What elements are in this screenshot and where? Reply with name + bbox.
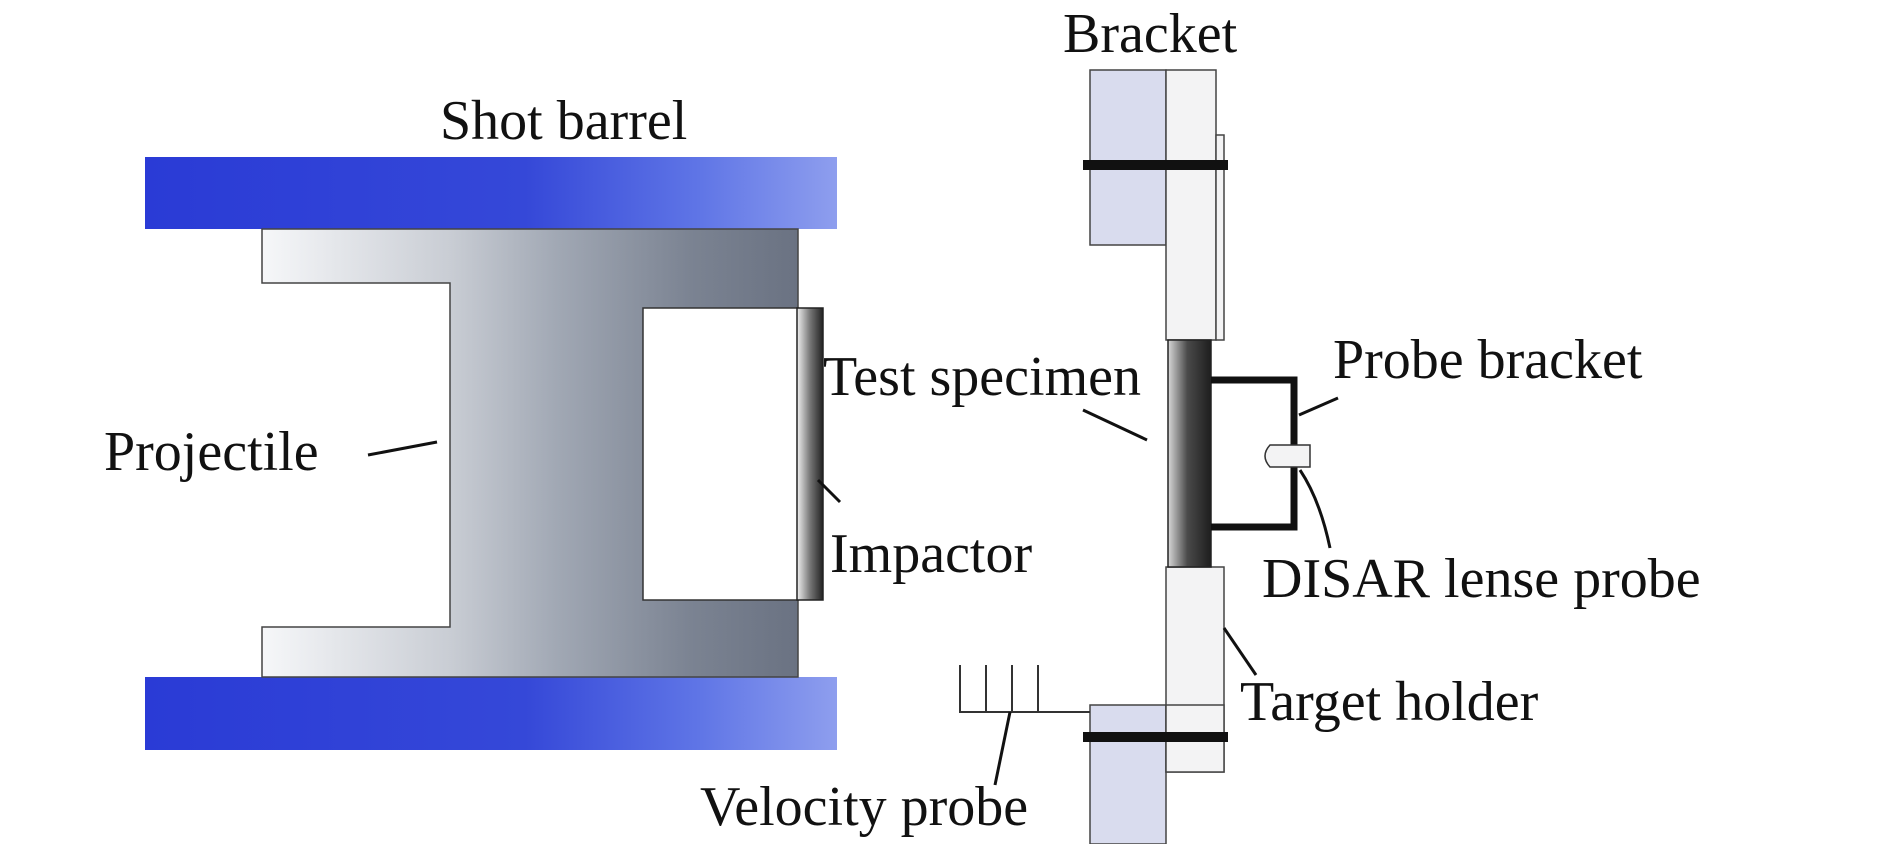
label-target-holder: Target holder bbox=[1240, 671, 1539, 733]
projectile-cavity bbox=[642, 307, 799, 601]
label-test-specimen: Test specimen bbox=[823, 346, 1141, 408]
label-bracket: Bracket bbox=[1063, 3, 1238, 65]
label-probe-bracket: Probe bracket bbox=[1333, 329, 1643, 391]
test-specimen bbox=[1167, 339, 1212, 568]
label-impactor: Impactor bbox=[830, 523, 1032, 585]
velocity-probe bbox=[959, 665, 1090, 713]
target-holder-top bbox=[1165, 69, 1217, 341]
impactor bbox=[796, 307, 824, 601]
clamp-bar-bottom bbox=[1083, 732, 1228, 742]
label-disar-lense-probe: DISAR lense probe bbox=[1262, 548, 1701, 610]
leader-target-holder bbox=[1222, 627, 1258, 676]
label-shot-barrel: Shot barrel bbox=[440, 90, 687, 152]
leader-probe-bracket bbox=[1298, 396, 1339, 417]
clamp-bar-top bbox=[1083, 160, 1228, 170]
leader-impactor bbox=[816, 478, 842, 504]
shot-barrel-bottom bbox=[145, 677, 837, 750]
bracket-top bbox=[1089, 69, 1167, 246]
leader-test-specimen bbox=[1082, 408, 1148, 442]
leader-projectile bbox=[367, 440, 438, 457]
bracket-bottom bbox=[1089, 704, 1167, 844]
leader-disar-probe bbox=[1298, 469, 1332, 549]
label-velocity-probe: Velocity probe bbox=[700, 776, 1028, 838]
leader-velocity-probe bbox=[993, 711, 1012, 786]
shot-barrel-top bbox=[145, 157, 837, 229]
target-holder-top-step bbox=[1215, 134, 1225, 341]
disar-lense-probe bbox=[1264, 444, 1311, 468]
label-projectile: Projectile bbox=[104, 421, 319, 483]
